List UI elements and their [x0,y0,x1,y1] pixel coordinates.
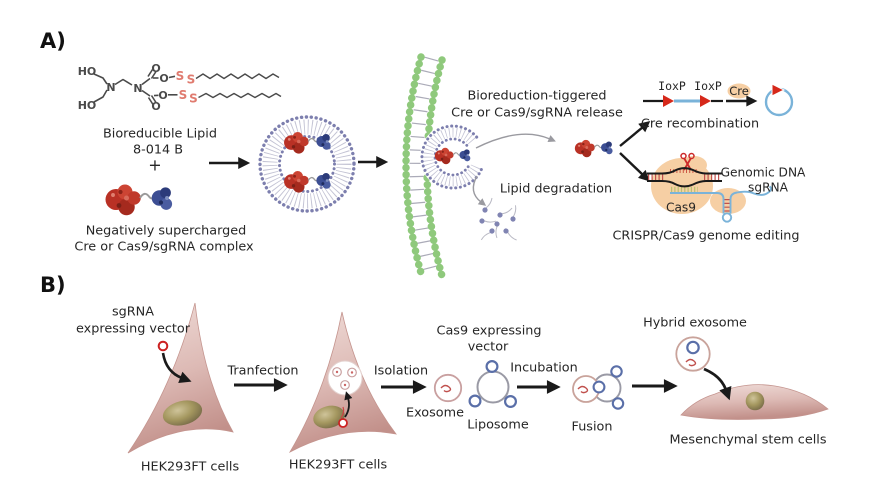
sgrna-vector-line2: expressing vector [76,321,190,337]
multivesicular-body [327,360,363,396]
hybrid-delivery-arrow [703,367,732,401]
hek-cells-label-2: HEK293FT cells [288,457,388,473]
loxp-label-left: IoxP [658,78,686,93]
cre-badge [727,83,751,99]
atom-n1: N [106,81,115,94]
released-protein-complex [574,139,614,158]
atom-s-top-1: S [176,69,185,83]
cre-recombination-label: Cre recombination [640,116,760,132]
cre-label: Cre [729,83,749,98]
release-caption-line1: Bioreduction-tiggered [467,88,607,104]
exosome-particle [433,373,463,403]
atom-s-bottom-2: S [189,92,198,106]
arrow-branch-cre [619,121,651,147]
hybrid-exosome-particle [675,336,711,372]
hybrid-exosome-label: Hybrid exosome [643,315,747,331]
nucleus [313,405,345,429]
lipid-name-line2: 8-014 B [132,142,184,158]
complex-caption-line2: Cre or Cas9/sgRNA complex [74,239,254,255]
sgrna-vector-plasmid [157,340,169,352]
lipid-degradation-label: Lipid degradation [499,181,613,197]
cas9-dna-complex [647,152,773,223]
atom-o-ester-bottom: O [158,89,167,102]
supercharged-protein-complex [104,183,174,217]
atom-s-top-2: S [187,73,196,87]
plus-sign: + [148,155,162,175]
nucleus [162,400,203,426]
loxp-triangle-left [663,95,674,107]
vesicle-loading-arrow [344,391,353,418]
loxp-construct [643,83,794,117]
panel-a-arrows [209,121,651,182]
lipid-chemical-atoms: HO HO N N O O O O S S S S [78,62,198,113]
atom-o-ester-top: O [159,72,168,85]
crispr-caption: CRISPR/Cas9 genome editing [612,228,800,244]
vector-entry-arrow [161,352,192,383]
liposome-particle [468,360,518,409]
release-curve-arrow [475,133,556,149]
atom-s-bottom-1: S [179,88,188,102]
incubation-label: Incubation [510,360,578,376]
cas9-label: Cas9 [665,200,697,215]
lipid-name-line1: Bioreducible Lipid [103,126,217,142]
atom-ho-top: HO [78,65,97,78]
complex-caption-line1: Negatively supercharged [85,223,247,239]
cas9-vector-line1: Cas9 expressing [436,323,542,339]
release-caption-line2: Cre or Cas9/sgRNA release [451,105,623,121]
isolation-label: Isolation [373,363,429,379]
lipid-nanoparticle [257,114,357,214]
msc-cell [680,384,829,420]
atom-ho-bottom: HO [78,99,97,112]
atom-o-carbonyl-top: O [151,62,160,75]
loxp-triangle-right [700,95,711,107]
cas9-vector-line2: vector [467,339,509,355]
sgrna-label: sgRNA [747,180,789,195]
genomic-dna-label: Genomic DNA [720,165,806,180]
fusion-particle [572,365,625,410]
plasmid-triangle [771,83,786,97]
degradation-curve-arrow [472,175,487,206]
fusion-label: Fusion [571,419,613,435]
liposome-label: Liposome [467,417,529,433]
panel-b-label: B) [40,273,66,297]
msc-label: Mesenchymal stem cells [669,432,827,448]
degraded-lipid-debris [477,197,521,244]
nucleus [745,391,765,411]
panel-a-label: A) [40,29,66,53]
exosome-label: Exosome [406,405,464,421]
hek-cells-label-1: HEK293FT cells [140,459,240,475]
vector-in-cell [338,418,348,428]
degrading-nanoparticle [420,124,486,190]
arrow-branch-cas9 [619,152,650,182]
atom-o-carbonyl-bottom: O [151,100,160,113]
loxp-label-right: IoxP [694,78,722,93]
hek-cell-2 [288,311,397,454]
lipid-chemical-structure [93,69,282,105]
sgrna-vector-line1: sgRNA [111,304,155,320]
transfection-label: Tranfection [227,363,299,379]
atom-n2: N [133,82,142,95]
